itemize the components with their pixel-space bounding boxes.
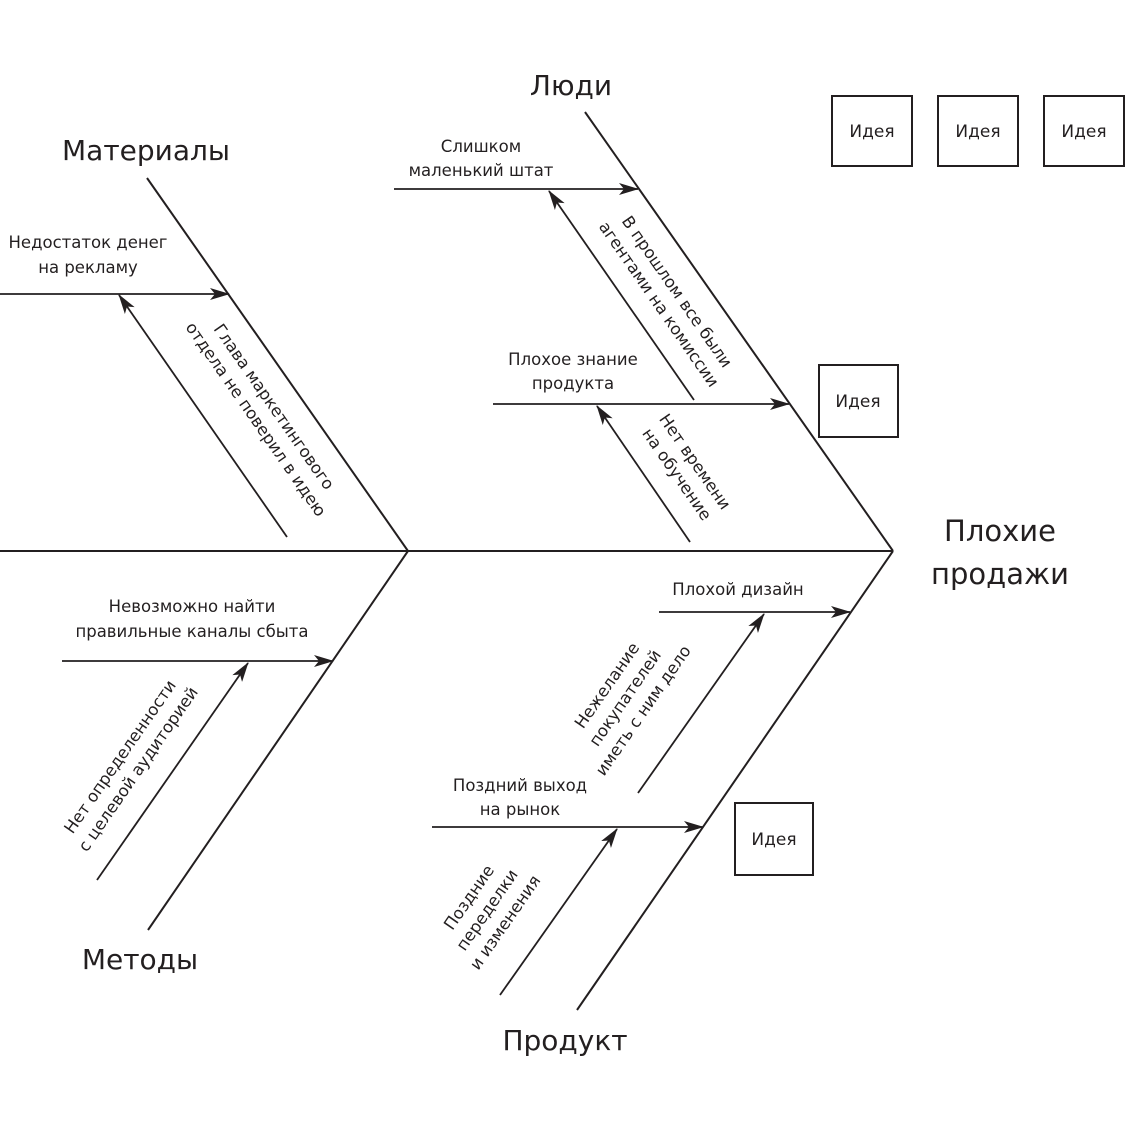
- methods-bone: [147, 550, 409, 931]
- methods-subcause-arrow: [96, 662, 249, 881]
- category-methods-title: Методы: [82, 943, 198, 976]
- idea-label: Идея: [849, 122, 894, 142]
- materials-cause-label-line1: Недостаток денег: [9, 233, 168, 252]
- materials-bone: [146, 177, 409, 552]
- materials-subcause-label-line2: отдела не поверил в идею: [182, 319, 330, 521]
- idea-label: Идея: [751, 830, 796, 850]
- people-cause2-label-line2: продукта: [532, 374, 614, 393]
- idea-box: Идея: [831, 95, 913, 167]
- product-cause2-label-line1: Поздний выход: [453, 776, 587, 795]
- product-subcause1-arrow: [637, 613, 765, 794]
- product-cause1-label: Плохой дизайн: [672, 580, 803, 599]
- idea-box: Идея: [818, 364, 899, 438]
- idea-label: Идея: [835, 392, 880, 412]
- product-bone: [576, 550, 894, 1011]
- people-subcause1-label-line1: В прошлом все были: [618, 212, 736, 371]
- category-people-title: Люди: [530, 69, 612, 102]
- effect-label-line1: Плохие: [944, 514, 1056, 548]
- category-product-title: Продукт: [502, 1024, 627, 1057]
- idea-box: Идея: [734, 802, 814, 876]
- people-cause2-label-line1: Плохое знание: [508, 350, 638, 369]
- methods-cause-label-line2: правильные каналы сбыта: [75, 622, 308, 641]
- methods-subcause-label-line2: с целевой аудиторией: [74, 683, 201, 855]
- people-subcause1-arrow: [548, 190, 695, 401]
- people-bone: [584, 111, 894, 552]
- idea-box: Идея: [1043, 95, 1125, 167]
- category-materials-title: Материалы: [62, 134, 230, 167]
- methods-cause-label-line1: Невозможно найти: [109, 597, 276, 616]
- people-subcause2-arrow: [596, 405, 691, 543]
- product-subcause2-arrow: [499, 828, 618, 996]
- people-cause1-label-line2: маленький штат: [409, 161, 554, 180]
- people-cause1-label-line1: Слишком: [441, 137, 521, 156]
- idea-box: Идея: [937, 95, 1019, 167]
- materials-cause-label-line2: на рекламу: [38, 258, 138, 277]
- product-cause2-label-line2: на рынок: [480, 800, 561, 819]
- methods-subcause-label-line1: Нет определенности: [60, 676, 180, 837]
- idea-label: Идея: [955, 122, 1000, 142]
- materials-subcause-label-line1: Глава маркетингового: [210, 320, 338, 493]
- materials-subcause-arrow: [118, 294, 288, 538]
- effect-label-line2: продажи: [931, 557, 1069, 591]
- idea-label: Идея: [1061, 122, 1106, 142]
